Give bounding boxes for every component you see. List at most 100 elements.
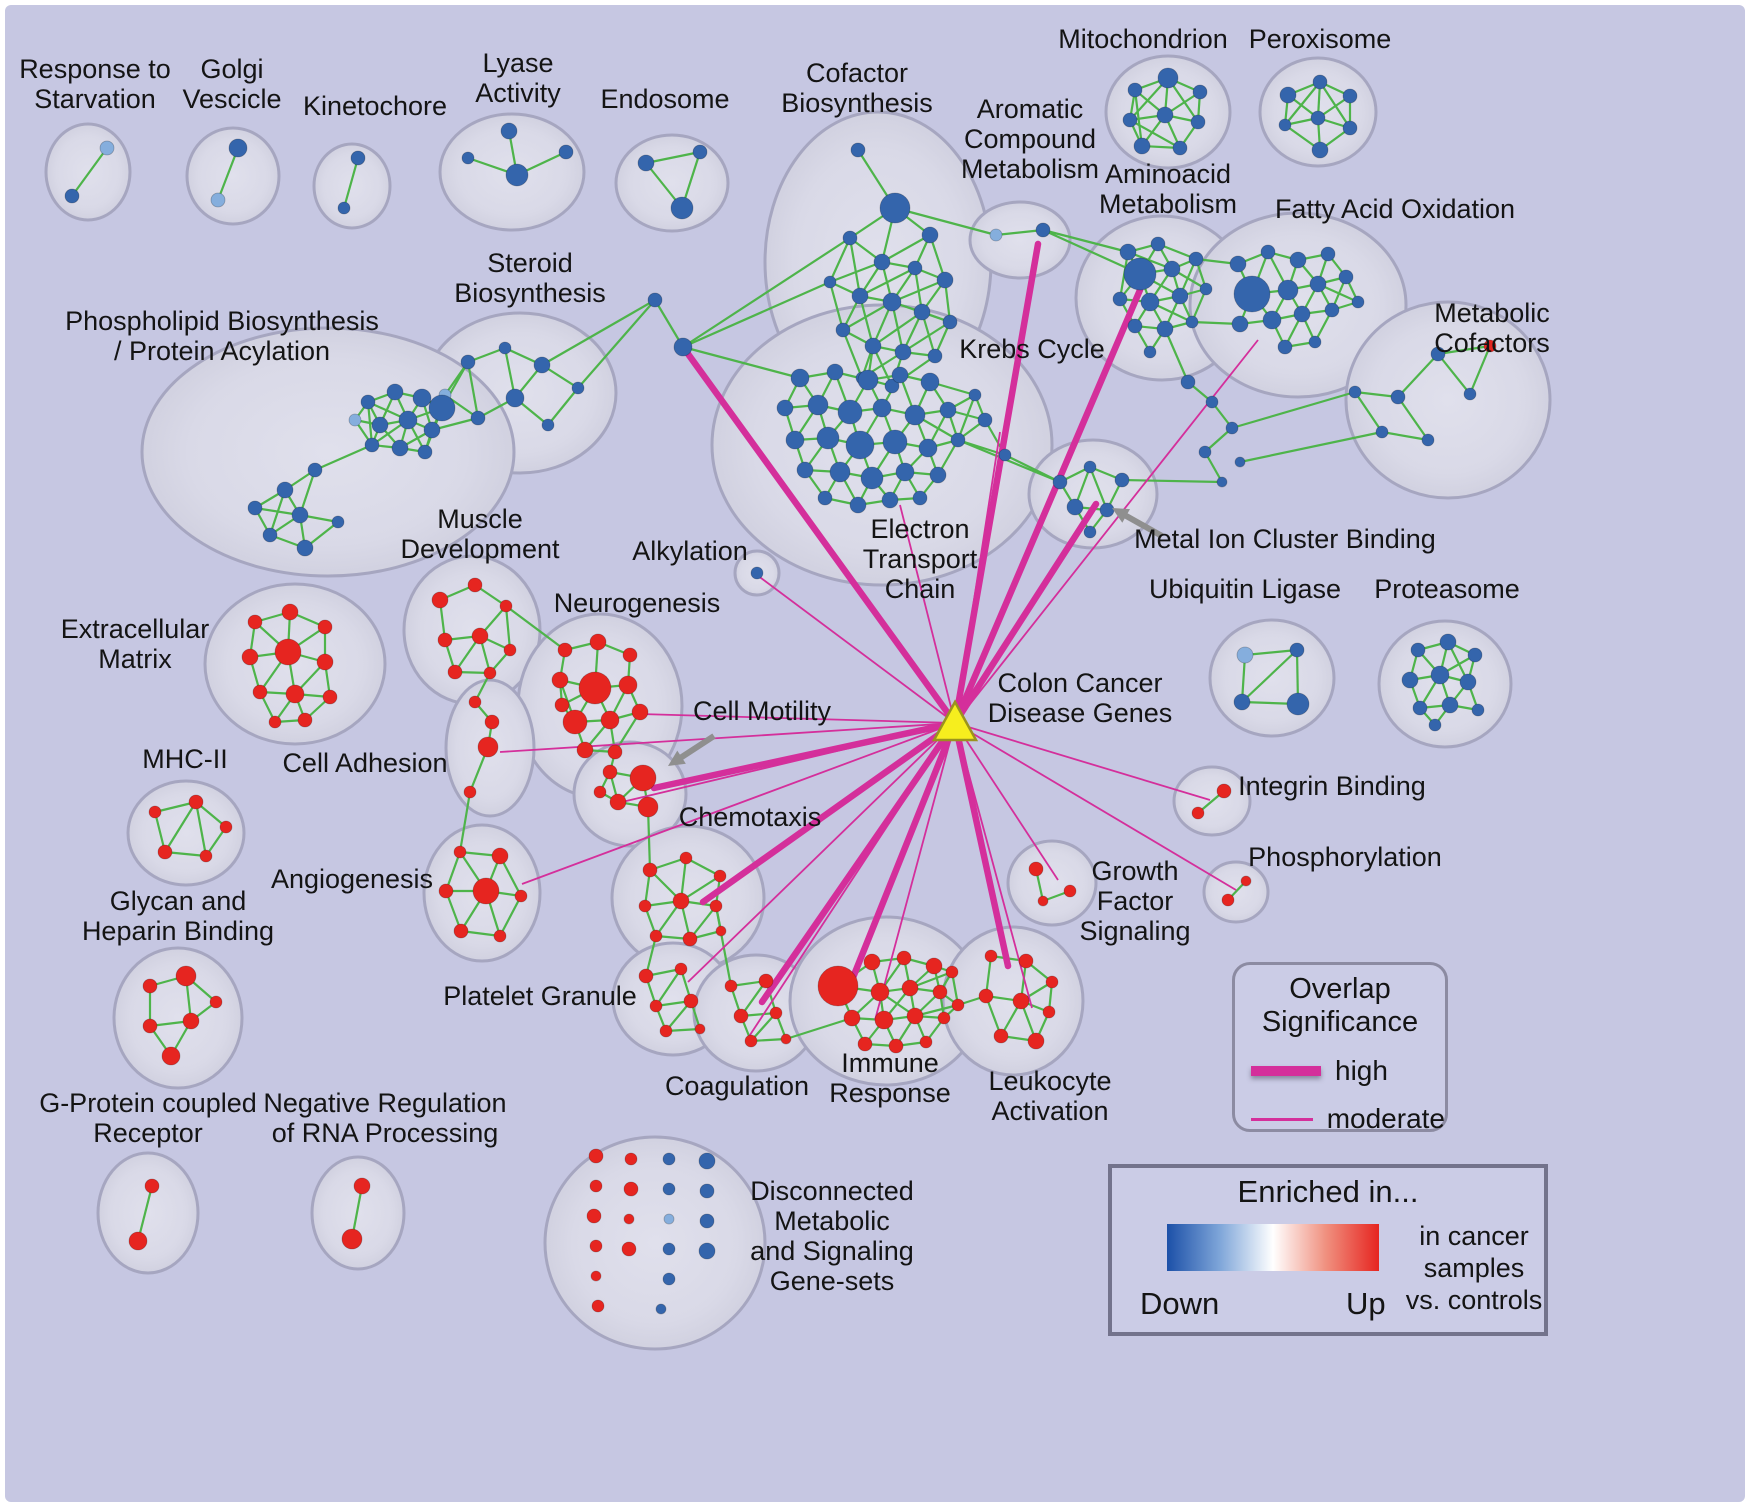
enrichment-context-note: in cancer samples vs. controls <box>1400 1220 1548 1316</box>
gene-set-node <box>1112 291 1128 307</box>
green-edge <box>1381 430 1429 442</box>
green-edge <box>957 438 1061 484</box>
gene-set-node <box>1157 67 1179 89</box>
gene-set-node <box>945 965 959 979</box>
gene-set-node <box>977 412 993 428</box>
overlap-edge-moderate <box>954 722 1237 891</box>
green-edge <box>828 281 845 331</box>
gene-set-node <box>638 968 654 984</box>
green-edge <box>1191 320 1241 326</box>
green-edge <box>848 237 862 297</box>
gene-set-node <box>978 988 994 1004</box>
gene-set-node <box>541 418 555 432</box>
gene-set-node <box>1467 647 1483 663</box>
green-edge <box>1354 390 1399 399</box>
enrichment-legend-title: Enriched in... <box>1237 1174 1419 1209</box>
gene-set-node <box>99 140 115 156</box>
gene-set-node <box>470 410 486 426</box>
gene-set-node <box>337 201 351 215</box>
green-edge <box>1241 649 1298 703</box>
gene-set-node <box>1412 700 1428 716</box>
green-edge <box>902 321 951 353</box>
green-edge <box>689 905 717 940</box>
overlap-legend-title: Overlap Significance <box>1235 973 1445 1039</box>
gene-set-node <box>1083 525 1097 539</box>
gene-set-node <box>826 363 844 381</box>
label-phospholipid-biosynthesis: Phospholipid Biosynthesis/ Protein Acyla… <box>65 306 379 366</box>
cluster-ellipse-golgi-vescicle <box>185 126 281 226</box>
gene-set-node <box>1421 433 1435 447</box>
gene-set-node <box>780 1033 792 1045</box>
gene-set-node <box>1277 339 1293 355</box>
gene-set-node <box>188 794 204 810</box>
gene-set-node <box>647 292 663 308</box>
gene-set-node <box>913 303 931 321</box>
green-edge <box>881 234 931 263</box>
gene-set-node <box>1140 292 1160 312</box>
gene-set-node <box>758 973 774 989</box>
green-edge <box>872 311 923 347</box>
gene-set-node <box>874 1010 894 1030</box>
green-edge <box>828 237 852 283</box>
gene-set-node <box>679 851 693 865</box>
gene-set-node <box>1018 953 1034 969</box>
green-edge <box>646 806 652 871</box>
gene-set-node <box>873 253 891 271</box>
gene-set-node <box>589 1239 603 1253</box>
label-kinetochore: Kinetochore <box>303 91 447 121</box>
gene-set-node <box>713 869 727 883</box>
gene-set-node <box>936 271 954 289</box>
gene-set-node <box>1119 243 1137 261</box>
overlap-edge-moderate <box>874 722 956 1021</box>
gene-set-node <box>1163 260 1181 278</box>
green-edge <box>740 980 767 1017</box>
green-edge <box>829 260 883 284</box>
green-edge <box>1231 390 1356 430</box>
gene-set-node <box>694 1023 706 1035</box>
down-label: Down <box>1140 1286 1220 1321</box>
gene-set-node <box>1375 425 1389 439</box>
cell-motility-pointer-arrow-shaft <box>674 733 716 764</box>
gene-set-node <box>631 703 649 721</box>
overlap-legend-title-line2: Significance <box>1261 1006 1419 1038</box>
label-endosome: Endosome <box>600 84 729 114</box>
gene-set-node <box>662 1182 676 1196</box>
gene-set-node <box>1114 472 1130 488</box>
green-edge <box>682 280 831 349</box>
gene-set-node <box>331 515 345 529</box>
overlap-edge-moderate <box>521 722 956 885</box>
gene-set-node <box>1289 642 1305 658</box>
colon-cancer-hub-triangle <box>931 699 979 742</box>
gene-set-node <box>1225 421 1239 435</box>
blue-red-gradient-bar <box>1167 1224 1379 1271</box>
green-edge <box>858 295 875 347</box>
gene-set-node <box>297 712 313 728</box>
gene-set-node <box>423 421 441 439</box>
gene-set-node <box>371 416 389 434</box>
gene-set-node <box>929 466 947 484</box>
gene-set-node <box>210 192 226 208</box>
gene-set-node <box>864 337 882 355</box>
gene-set-node <box>843 1009 861 1027</box>
gene-set-node <box>228 138 248 158</box>
gene-set-node <box>461 151 475 165</box>
gene-set-node <box>499 599 513 613</box>
green-edge <box>841 329 864 379</box>
gene-set-node <box>1279 86 1297 104</box>
green-edge <box>541 299 656 366</box>
gene-set-node <box>835 322 851 338</box>
gene-set-node <box>417 444 433 460</box>
gene-set-node <box>699 1183 715 1199</box>
gene-set-node <box>895 462 915 482</box>
gene-set-node <box>984 949 998 963</box>
gene-set-node <box>533 356 551 374</box>
gene-set-node <box>850 142 866 158</box>
gene-set-node <box>927 348 943 364</box>
gene-set-node <box>724 979 738 993</box>
gene-set-node <box>128 1231 148 1251</box>
green-edge <box>682 345 801 380</box>
label-cell-motility: Cell Motility <box>693 696 832 726</box>
cluster-ellipse-metabolic-cofactors <box>1344 300 1552 500</box>
label-chemotaxis: Chemotaxis <box>679 802 822 832</box>
